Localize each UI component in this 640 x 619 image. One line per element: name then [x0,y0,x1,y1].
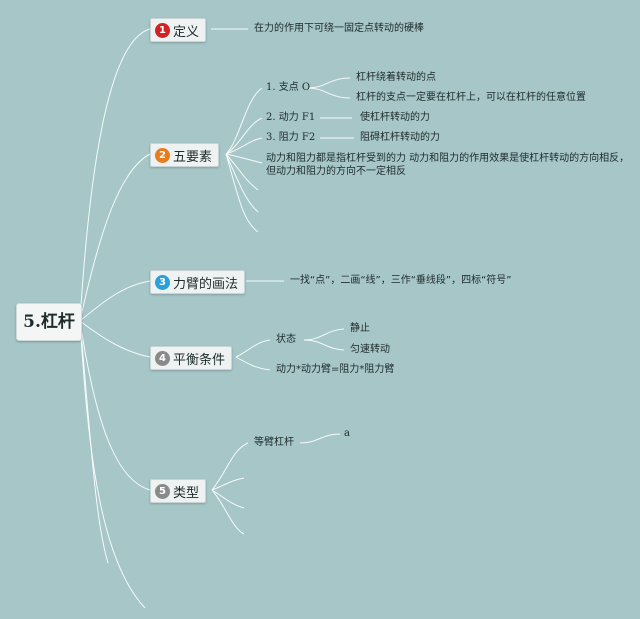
link-types-empty-3 [211,489,245,535]
branch-five-elements-label: 五要素 [173,149,213,165]
root-topic[interactable]: 5.杠杆 [16,303,82,341]
link-equal-arm-detail [299,433,341,444]
branch-balance-label: 平衡条件 [173,352,226,368]
power-detail: 使杠杆转动的力 [360,112,430,123]
link-root-lever-arm [79,280,151,322]
number-4-icon: 4 [155,350,170,366]
link-types-empty-2 [211,489,245,509]
number-3-icon: 3 [155,274,170,290]
definition-text: 在力的作用下可绕一固定点转动的硬棒 [254,23,424,34]
link-fulcrum-detail-2 [307,87,351,99]
equal-arm-detail: a [344,428,350,439]
link-root-types [79,320,151,491]
fulcrum-label: 1. 支点 O [266,82,311,93]
link-types-empty-1 [211,477,245,491]
link-fulcrum-detail-1 [307,77,351,89]
link-five-empty-1 [225,153,259,191]
fulcrum-detail-1: 杠杆绕着转动的点 [356,72,436,83]
branch-types-label: 类型 [173,485,200,501]
root-label: 5.杠杆 [23,312,75,332]
link-five-fulcrum [225,87,263,155]
number-1-icon: 1 [155,22,170,38]
branch-balance-condition[interactable]: 4 平衡条件 [150,346,233,370]
power-label: 2. 动力 F1 [266,112,316,123]
link-types-equal-arm [211,442,249,491]
branch-lever-arm-label: 力臂的画法 [173,276,239,292]
link-state-still [303,328,345,341]
branch-five-elements[interactable]: 2 五要素 [150,143,220,167]
state-still: 静止 [350,323,370,334]
resistance-label: 3. 阻力 F2 [266,132,316,143]
link-five-power [225,117,263,155]
link-five-empty-3 [225,153,259,233]
number-2-icon: 2 [155,147,170,163]
link-root-balance [79,320,151,358]
lever-arm-steps: 一找“点”，二画“线”，三作“垂线段”，四标“符号” [290,275,512,286]
link-balance-formula [235,356,271,371]
link-root-five-elements [79,153,151,322]
link-root-definition [79,28,151,322]
link-five-resistance [225,137,263,155]
branch-lever-arm-drawing[interactable]: 3 力臂的画法 [150,270,246,294]
link-root-bottom-2 [79,320,146,609]
link-root-bottom-1 [79,320,109,564]
fulcrum-detail-2: 杠杆的支点一定要在杠杆上，可以在杠杆的任意位置 [356,92,586,103]
balance-formula: 动力*动力臂=阻力*阻力臂 [276,364,395,375]
force-note-line-2: 但动力和阻力的方向不一定相反 [266,166,406,177]
state-label: 状态 [276,334,296,345]
link-balance-state [235,339,271,358]
equal-arm-lever: 等臂杠杆 [254,437,294,448]
branch-definition-label: 定义 [173,24,200,40]
force-note-line-1: 动力和阻力都是指杠杆受到的力 动力和阻力的作用效果是使杠杆转动的方向相反， [266,153,630,164]
link-five-note [225,153,263,164]
link-state-uniform [303,339,345,351]
resistance-detail: 阻碍杠杆转动的力 [360,132,440,143]
branch-types[interactable]: 5 类型 [150,479,207,503]
number-5-icon: 5 [155,483,170,499]
link-five-empty-2 [225,153,259,213]
state-uniform-rotation: 匀速转动 [350,344,390,355]
branch-definition[interactable]: 1 定义 [150,18,207,42]
